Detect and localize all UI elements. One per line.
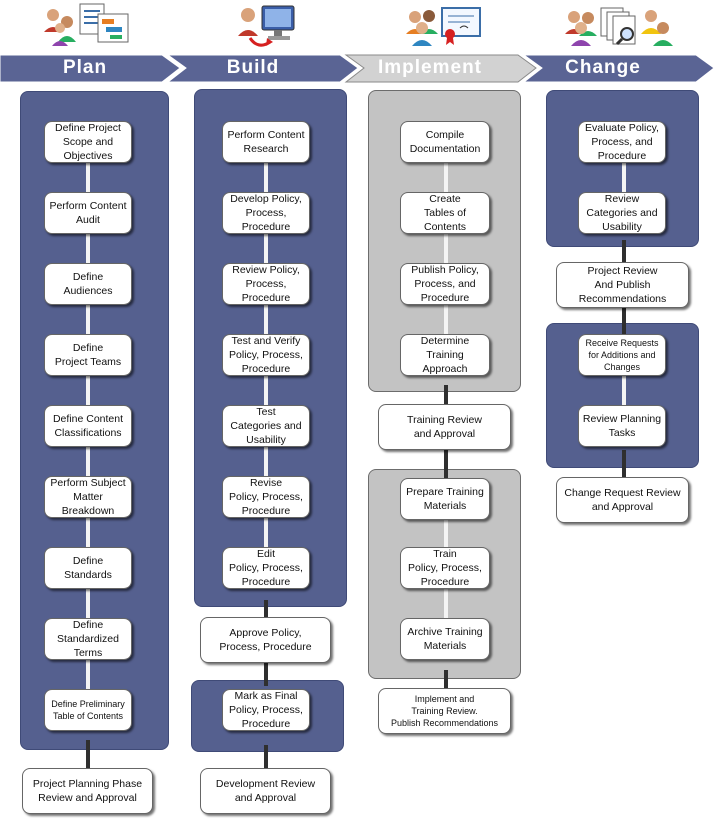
- build-step-test-verify: Test and Verify Policy, Process, Procedu…: [222, 334, 310, 376]
- plan-step-toc: Define Preliminary Table of Contents: [44, 689, 132, 731]
- build-step-test-categories: Test Categories and Usability: [222, 405, 310, 447]
- implement-connector: [444, 160, 448, 360]
- implement-final-review: Implement and Training Review. Publish R…: [378, 688, 511, 734]
- build-connector-review: [264, 745, 268, 773]
- plan-step-audit: Perform Content Audit: [44, 192, 132, 234]
- build-approve: Approve Policy, Process, Procedure: [200, 617, 331, 663]
- implement-step-training-approach: Determine Training Approach: [400, 334, 490, 376]
- user-computer-icon: [238, 5, 295, 47]
- change-connector-requests: [622, 305, 626, 335]
- plan-step-scope: Define Project Scope and Objectives: [44, 121, 132, 163]
- change-step-evaluate: Evaluate Policy, Process, and Procedure: [578, 121, 666, 163]
- plan-step-terms: Define Standardized Terms: [44, 618, 132, 660]
- change-connector-final: [622, 450, 626, 482]
- implement-connector-final: [444, 670, 448, 694]
- implement-connector-training-review: [444, 385, 448, 405]
- plan-step-subject-matter: Perform Subject Matter Breakdown: [44, 476, 132, 518]
- change-connector-project-review: [622, 240, 626, 270]
- plan-review: Project Planning Phase Review and Approv…: [22, 768, 153, 814]
- implement-step-toc: Create Tables of Contents: [400, 192, 490, 234]
- build-step-review: Review Policy, Process, Procedure: [222, 263, 310, 305]
- plan-step-standards: Define Standards: [44, 547, 132, 589]
- change-step-review-categories: Review Categories and Usability: [578, 192, 666, 234]
- build-step-research: Perform Content Research: [222, 121, 310, 163]
- plan-step-teams: Define Project Teams: [44, 334, 132, 376]
- build-arrow-shape: [166, 54, 359, 83]
- plan-step-audiences: Define Audiences: [44, 263, 132, 305]
- change-arrow-shape: [522, 54, 715, 83]
- implement-connector-training: [444, 450, 448, 480]
- plan-connector-review: [86, 740, 90, 774]
- build-mark-final: Mark as Final Policy, Process, Procedure: [222, 689, 310, 731]
- build-step-develop: Develop Policy, Process, Procedure: [222, 192, 310, 234]
- build-step-revise: Revise Policy, Process, Procedure: [222, 476, 310, 518]
- users-documents-search-icon: [565, 7, 673, 46]
- implement-training-review: Training Review and Approval: [378, 404, 511, 450]
- implement-arrow-shape: [344, 54, 537, 83]
- build-step-edit: Edit Policy, Process, Procedure: [222, 547, 310, 589]
- phase-label-implement: Implement: [377, 57, 483, 78]
- change-connector: [622, 160, 626, 200]
- phase-arrow-band: [0, 54, 715, 83]
- build-review: Development Review and Approval: [200, 768, 331, 814]
- implement-step-compile: Compile Documentation: [400, 121, 490, 163]
- users-documents-icon: [44, 3, 129, 46]
- implement-step-publish: Publish Policy, Process, and Procedure: [400, 263, 490, 305]
- change-project-review: Project Review And Publish Recommendatio…: [556, 262, 689, 308]
- plan-step-classifications: Define Content Classifications: [44, 405, 132, 447]
- users-certificate-icon: [406, 7, 481, 46]
- build-connector-approve: [264, 600, 268, 622]
- phase-label-plan: Plan: [62, 57, 108, 78]
- implement-step-prepare: Prepare Training Materials: [400, 478, 490, 520]
- phase-label-build: Build: [226, 57, 280, 78]
- phase-label-change: Change: [565, 57, 641, 78]
- build-connector-final: [264, 660, 268, 686]
- implement-step-archive: Archive Training Materials: [400, 618, 490, 660]
- change-step-receive-requests: Receive Requests for Additions and Chang…: [578, 334, 666, 376]
- change-step-review-planning: Review Planning Tasks: [578, 405, 666, 447]
- plan-arrow-shape: [0, 54, 181, 83]
- implement-step-train: Train Policy, Process, Procedure: [400, 547, 490, 589]
- change-connector-requests-inner: [622, 375, 626, 415]
- change-final-review: Change Request Review and Approval: [556, 477, 689, 523]
